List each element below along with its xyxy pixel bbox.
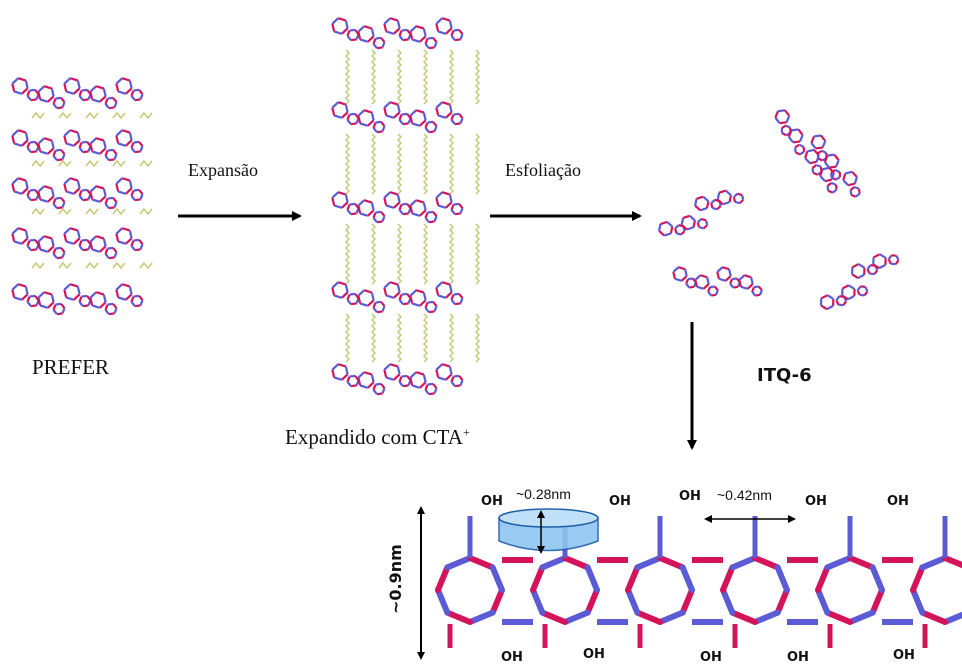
exfoliation-label: Esfoliação (505, 160, 581, 180)
oh-label-bottom-3: OH (700, 650, 722, 665)
itq6-sheet-detail (435, 516, 962, 648)
expanded-label-text: Expandido com CTA (285, 425, 463, 449)
oh-label-top-2: OH (609, 494, 631, 509)
itq6-label: ITQ-6 (757, 365, 812, 386)
expanded-label-superscript: + (462, 425, 470, 439)
prefer-label: PREFER (32, 355, 110, 379)
oh-label-bottom-2: OH (583, 647, 605, 662)
cup-cavity (498, 508, 599, 554)
oh-label-bottom-1: OH (501, 650, 523, 665)
oh-label-top-4: OH (805, 494, 827, 509)
prefer-structure (11, 77, 153, 316)
oh-label-top-5: OH (887, 494, 909, 509)
itq6-structure (657, 109, 900, 311)
cup-depth-label: ~0.28nm (516, 486, 571, 502)
oh-label-bottom-5: OH (893, 648, 915, 663)
expansion-label: Expansão (188, 160, 258, 180)
expanded-label: Expandido com CTA+ (285, 425, 470, 450)
expanded-structure (331, 17, 481, 396)
oh-label-top-1: OH (481, 494, 503, 509)
oh-label-bottom-4: OH (787, 650, 809, 665)
spacing-label: ~0.42nm (717, 487, 772, 503)
oh-label-top-3: OH (679, 489, 701, 504)
thickness-label: ~0.9nm (386, 544, 405, 614)
